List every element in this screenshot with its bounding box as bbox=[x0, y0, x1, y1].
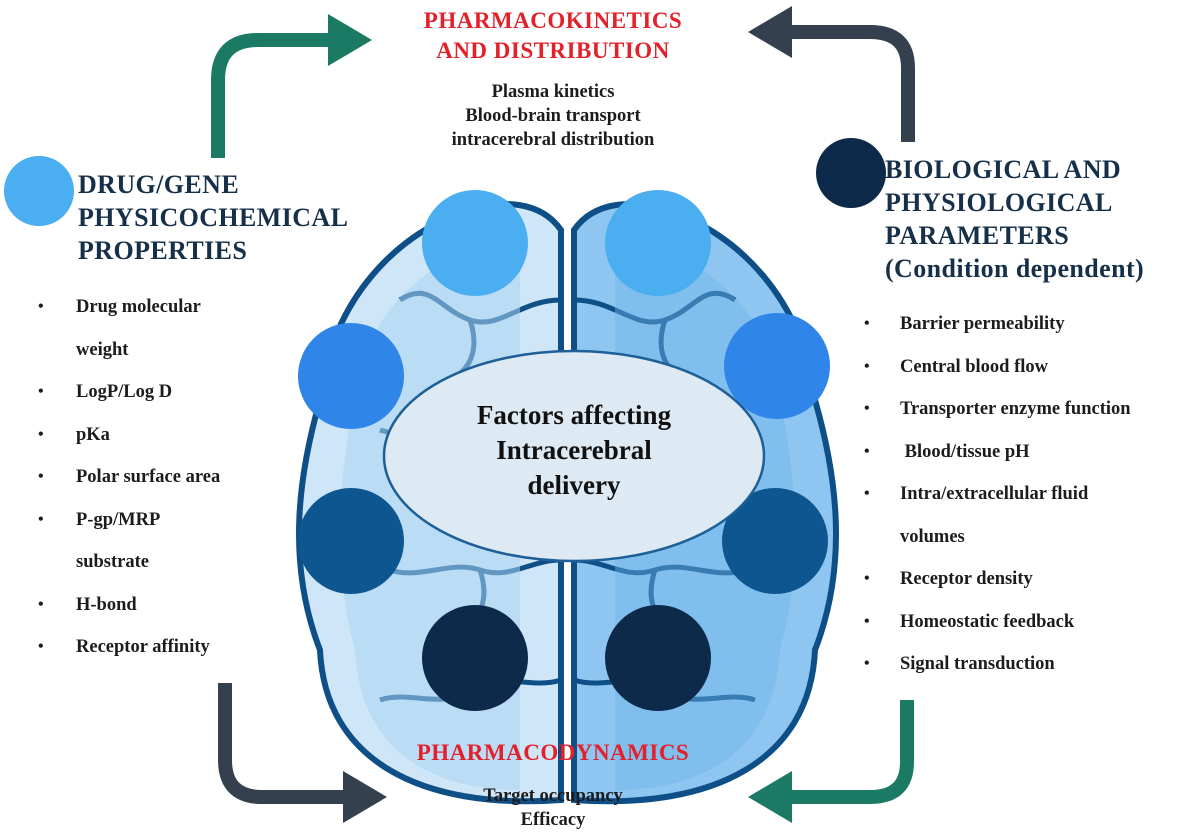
drug-properties-marker-icon bbox=[4, 156, 74, 226]
circle-lower-right bbox=[722, 488, 828, 594]
pharmacokinetics-title-line1: PHARMACOKINETICS bbox=[423, 8, 683, 33]
pharmacodynamics-item: Efficacy bbox=[520, 810, 586, 831]
circle-mid-left bbox=[298, 323, 404, 429]
center-label-line: Intracerebral bbox=[496, 435, 652, 466]
drug-properties-title-line: PROPERTIES bbox=[78, 236, 248, 266]
biological-parameters-title-line: PHYSIOLOGICAL bbox=[885, 188, 1113, 218]
center-label-line: Factors affecting bbox=[476, 400, 672, 430]
pharmacokinetics-title: PHARMACOKINETICS AND DISTRIBUTION bbox=[368, 6, 738, 66]
biological-parameters-title-line: (Condition dependent) bbox=[885, 254, 1145, 284]
drug-properties-item: Drug molecular weight bbox=[38, 286, 278, 371]
biological-parameters-list: Barrier permeability Central blood flow … bbox=[862, 303, 1200, 686]
center-ellipse bbox=[382, 349, 766, 563]
biological-parameters-item: Homeostatic feedback bbox=[862, 601, 1200, 644]
pharmacodynamics-title: PHARMACODYNAMICS bbox=[416, 740, 690, 765]
circle-top-left bbox=[422, 190, 528, 296]
drug-properties-list: Drug molecular weight LogP/Log D pKa Pol… bbox=[38, 286, 278, 669]
biological-parameters-item: Signal transduction bbox=[862, 643, 1200, 686]
circle-mid-right bbox=[724, 313, 830, 419]
biological-parameters-title-line: PARAMETERS bbox=[885, 221, 1070, 251]
pharmacodynamics-items: Target occupancy Efficacy bbox=[368, 784, 738, 832]
pharmacokinetics-title-line2: AND DISTRIBUTION bbox=[436, 37, 670, 63]
arrow-from-biological-to-pharmacokinetics bbox=[748, 6, 915, 142]
arrow-to-pharmacokinetics bbox=[211, 14, 372, 158]
drug-properties-item: Receptor affinity bbox=[38, 626, 278, 669]
drug-properties-item: Polar surface area bbox=[38, 456, 278, 499]
biological-parameters-title: BIOLOGICAL AND PHYSIOLOGICAL PARAMETERS … bbox=[885, 153, 1200, 285]
arrow-to-pharmacodynamics-right bbox=[748, 700, 914, 823]
circle-top-right bbox=[605, 190, 711, 296]
biological-parameters-item: Intra/extracellular fluid volumes bbox=[862, 473, 1200, 558]
drug-properties-title-line: PHYSICOCHEMICAL bbox=[78, 203, 349, 233]
center-label: Factors affecting Intracerebral delivery bbox=[404, 398, 744, 503]
drug-properties-item: P-gp/MRP substrate bbox=[38, 499, 278, 584]
drug-properties-item: H-bond bbox=[38, 584, 278, 627]
pharmacodynamics-item: Target occupancy bbox=[483, 786, 623, 806]
biological-parameters-item: Barrier permeability bbox=[862, 303, 1200, 346]
biological-parameters-item: Blood/tissue pH bbox=[862, 431, 1200, 474]
pharmacokinetics-item: intracerebral distribution bbox=[451, 130, 655, 151]
biological-parameters-item: Central blood flow bbox=[862, 346, 1200, 389]
biological-parameters-item: Transporter enzyme function bbox=[862, 388, 1200, 431]
circle-lower-left bbox=[298, 488, 404, 594]
biological-parameters-marker-icon bbox=[816, 138, 886, 208]
pharmacokinetics-item: Blood-brain transport bbox=[465, 106, 641, 127]
arrow-to-pharmacodynamics-left bbox=[218, 683, 387, 823]
biological-parameters-item: Receptor density bbox=[862, 558, 1200, 601]
drug-properties-title: DRUG/GENE PHYSICOCHEMICAL PROPERTIES bbox=[78, 168, 398, 267]
pharmacokinetics-items: Plasma kinetics Blood-brain transport in… bbox=[368, 80, 738, 152]
pharmacokinetics-item: Plasma kinetics bbox=[491, 82, 615, 102]
drug-properties-title-line: DRUG/GENE bbox=[78, 170, 240, 199]
drug-properties-item: LogP/Log D bbox=[38, 371, 278, 414]
drug-properties-item: pKa bbox=[38, 414, 278, 457]
circle-bottom-right bbox=[605, 605, 711, 711]
center-label-line: delivery bbox=[527, 470, 621, 501]
biological-parameters-title-line: BIOLOGICAL AND bbox=[885, 155, 1122, 184]
circle-bottom-left bbox=[422, 605, 528, 711]
